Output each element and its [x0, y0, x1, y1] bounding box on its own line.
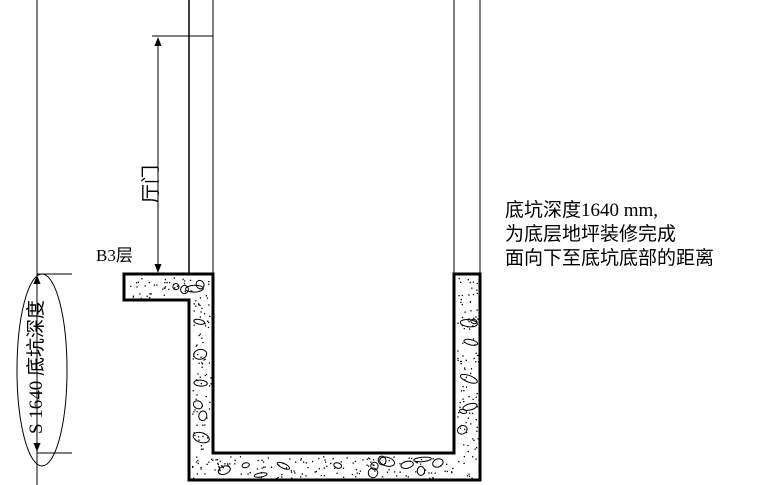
floor-label: B3层: [96, 246, 133, 265]
dimension-highlight-ellipse: [16, 273, 68, 467]
note-line: 底坑深度1640 mm,: [505, 200, 659, 221]
door-label: 厅门: [141, 165, 162, 204]
pit-depth-note: 底坑深度1640 mm, 为底层地坪装修完成 面向下至底坑底部的距离: [505, 199, 714, 271]
note-line: 为底层地坪装修完成: [505, 224, 677, 245]
pit-depth-dimension-label: S 1640 底坑深度: [26, 299, 47, 435]
concrete-pit: [122, 272, 482, 482]
concrete-texture: [130, 277, 480, 480]
note-line: 面向下至底坑底部的距离: [505, 248, 715, 269]
